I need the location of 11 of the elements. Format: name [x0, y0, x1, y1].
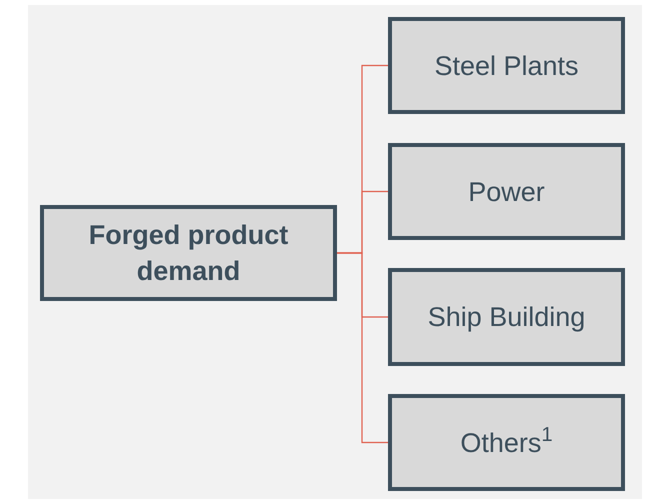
category-box — [388, 143, 625, 240]
category-box — [388, 394, 625, 491]
connector-line — [337, 252, 388, 444]
category-box — [40, 205, 337, 301]
box-label: Forged product demand — [88, 219, 290, 288]
category-box — [388, 268, 625, 366]
box-label: Power — [468, 176, 545, 208]
category-box — [388, 17, 625, 114]
box-label: Steel Plants — [434, 50, 579, 82]
box-label: Ship Building — [428, 301, 586, 334]
box-label: Others$^{1}$ — [460, 426, 553, 460]
